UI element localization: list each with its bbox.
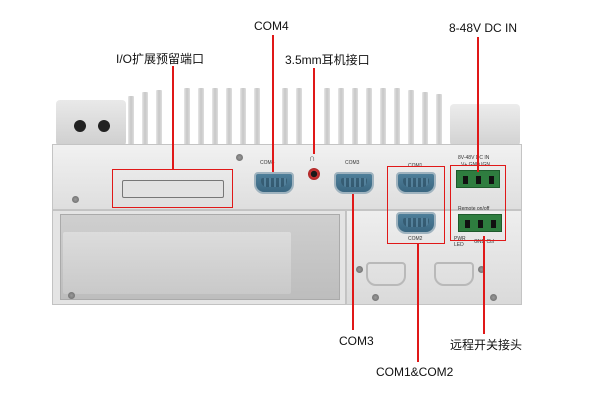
highlight-com1-com2 (387, 166, 445, 244)
com1-port (396, 172, 436, 194)
screw (236, 154, 243, 161)
screw (68, 292, 75, 299)
leader-com4 (272, 35, 274, 172)
left-housing (56, 100, 126, 146)
com2-port (396, 212, 436, 234)
leader-com12 (417, 244, 419, 362)
mount-hole (98, 120, 110, 132)
blank-knockout (434, 262, 474, 286)
io-expansion-slot (122, 180, 224, 198)
leader-audio (313, 68, 315, 154)
panel-label-remote: Remote on/off (458, 206, 490, 212)
com3-port (334, 172, 374, 194)
screw (372, 294, 379, 301)
drawer-opening (63, 232, 291, 294)
highlight-terminals (450, 165, 506, 241)
label-com4: COM4 (254, 19, 289, 33)
right-housing (450, 104, 520, 146)
headphone-icon: ∩ (309, 153, 316, 163)
panel-label-pwr-led: PWR LED (454, 236, 466, 248)
label-audio: 3.5mm耳机接口 (285, 53, 370, 67)
panel-label-com4: COM4 (260, 160, 275, 166)
leader-remote (483, 236, 485, 334)
label-io-expansion: I/O扩展预留端口 (116, 52, 205, 66)
screw (478, 266, 485, 273)
panel-label-com2: COM2 (408, 236, 423, 242)
mount-hole (74, 120, 86, 132)
leader-com3 (352, 194, 354, 330)
highlight-io-expansion (112, 169, 233, 208)
panel-label-com3: COM3 (345, 160, 360, 166)
remote-terminal (458, 214, 502, 232)
label-dc-in: 8-48V DC IN (449, 21, 518, 35)
blank-knockout (366, 262, 406, 286)
label-remote-switch: 远程开关接头 (450, 338, 523, 352)
dc-terminal (456, 170, 500, 188)
panel-label-dc-line1: 8V-48V DC IN (458, 155, 490, 161)
com4-port (254, 172, 294, 194)
screw (490, 294, 497, 301)
audio-jack (308, 168, 320, 180)
leader-io-expansion (172, 66, 174, 170)
screw (72, 196, 79, 203)
leader-dc-in (477, 37, 479, 172)
label-com3: COM3 (339, 334, 374, 348)
screw (356, 266, 363, 273)
label-com1-com2: COM1&COM2 (376, 365, 454, 379)
